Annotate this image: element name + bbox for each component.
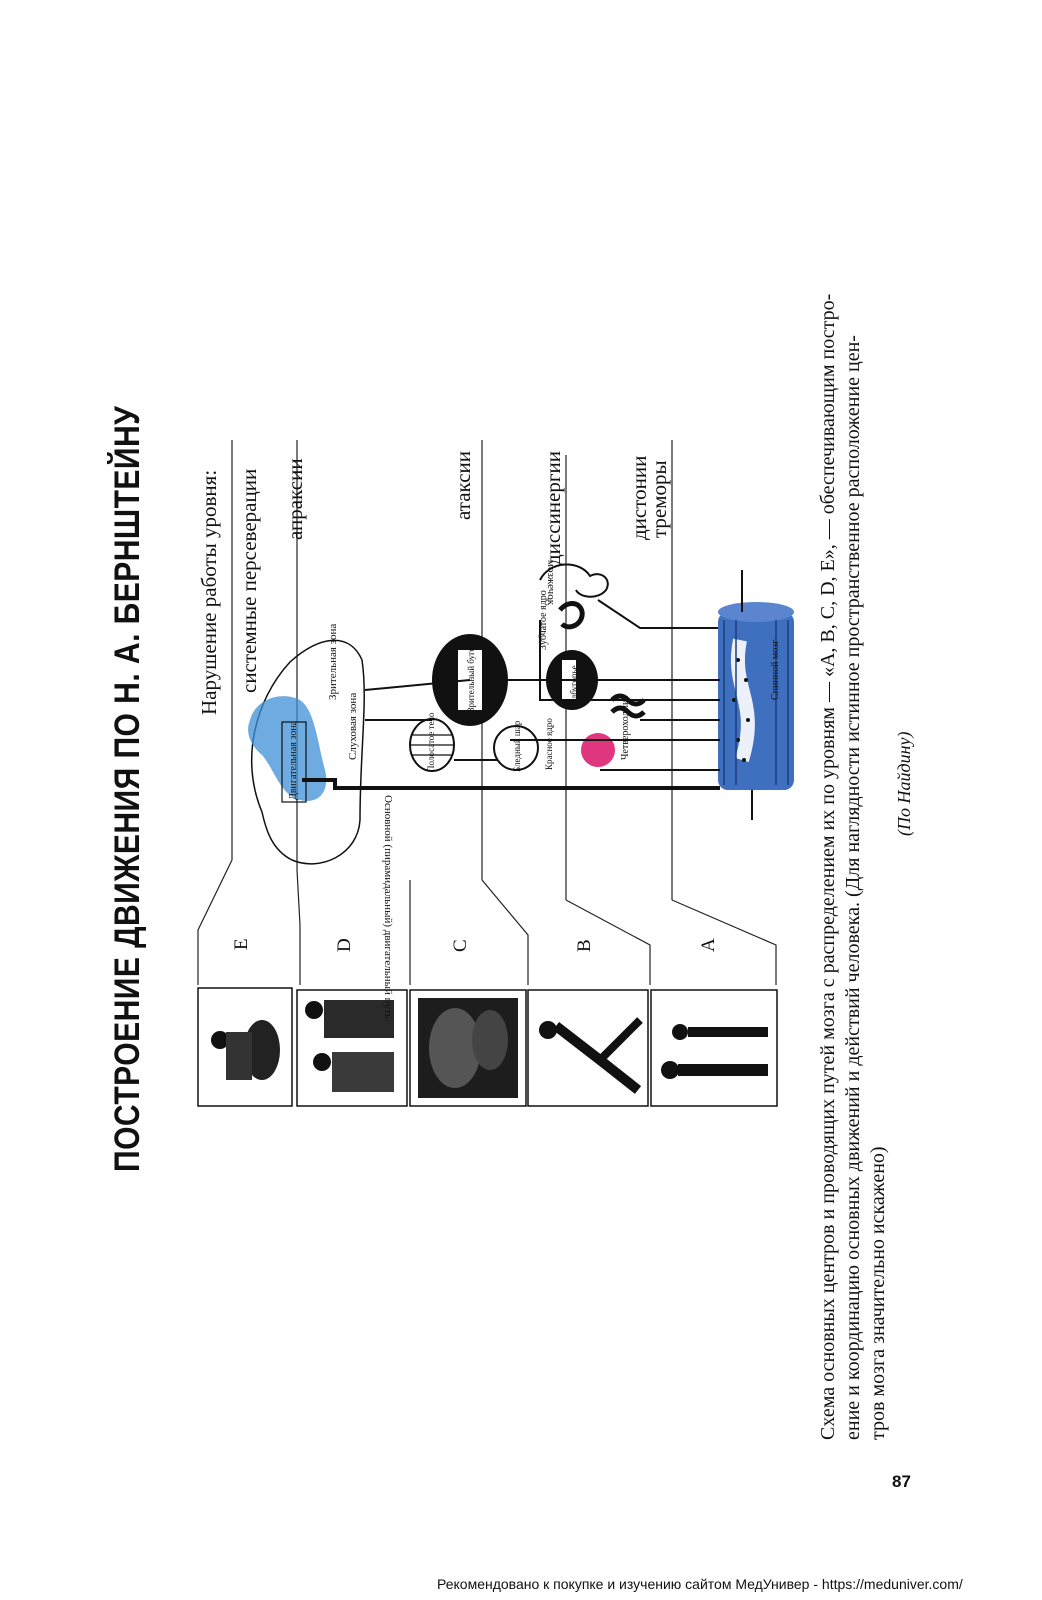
- label-spinal: Спинной мозг: [770, 640, 781, 700]
- disorder-ataxia: атаксии: [451, 451, 475, 520]
- cortex-outline: [251, 639, 365, 865]
- label-quadrigemina: Четверохолмие: [620, 695, 631, 760]
- level-label-a: A: [698, 938, 719, 952]
- motor-zone-area: [248, 696, 327, 801]
- caption-line-2: ение и координацию основных движений и д…: [842, 335, 864, 1440]
- level-d-figure: [296, 989, 408, 1107]
- globus-pallidus-shape: [493, 725, 539, 771]
- label-motor-zone: Двигательная зона: [288, 720, 299, 800]
- footer-recommendation: Рекомендовано к покупке и изучению сайто…: [437, 1576, 963, 1592]
- level-label-d: D: [334, 938, 355, 952]
- spinal-cord-shape: [718, 602, 794, 790]
- label-striatum: Полосатое тело: [426, 712, 436, 772]
- level-a-figure: [650, 989, 778, 1107]
- label-cerebellum: мозжечок: [545, 560, 557, 606]
- label-pyramidal: Основной (пирамидальный) двигательный пу…: [382, 795, 394, 1019]
- label-auditory-zone: Слуховая зона: [347, 693, 359, 760]
- disorder-dissynergia: диссинергии: [541, 451, 565, 565]
- level-b-figure: [527, 989, 649, 1107]
- disorder-systemic: системные персеверации: [237, 469, 261, 693]
- level-e-figure: [197, 987, 293, 1107]
- label-dentate: Зубчатое ядро: [538, 590, 549, 650]
- disorder-dystonia: дистонии: [627, 456, 651, 540]
- level-c-figure: [409, 989, 527, 1107]
- label-hypothalamus: Подбугорье: [569, 665, 579, 710]
- level-label-e: E: [231, 938, 252, 950]
- disorder-header: Нарушение работы уровня:: [197, 470, 221, 715]
- label-red-nucleus: Красное ядро: [544, 718, 554, 770]
- disorder-apraxia: апраксии: [283, 458, 307, 540]
- cerebellum-shape: [539, 563, 609, 598]
- disorder-tremor: треморы: [647, 460, 671, 538]
- label-thalamus: Зрительный бугор: [466, 642, 476, 712]
- caption-line-1: Схема основных центров и проводящих путе…: [817, 293, 839, 1440]
- red-nucleus-shape: [581, 733, 615, 767]
- level-label-c: C: [450, 939, 471, 952]
- figure-author: (По Найдину): [894, 731, 914, 836]
- page-number: 87: [892, 1472, 911, 1491]
- level-label-b: B: [574, 939, 595, 952]
- motor-zone-box: [281, 721, 307, 803]
- pyramidal-path: [302, 778, 720, 790]
- caption-line-3: тров мозга значительно искажено): [867, 1146, 889, 1440]
- label-visual-zone: Зрительная зона: [327, 624, 339, 700]
- label-globus-pallidus: Бледный шар: [512, 720, 522, 772]
- dentate-shape: [558, 600, 585, 630]
